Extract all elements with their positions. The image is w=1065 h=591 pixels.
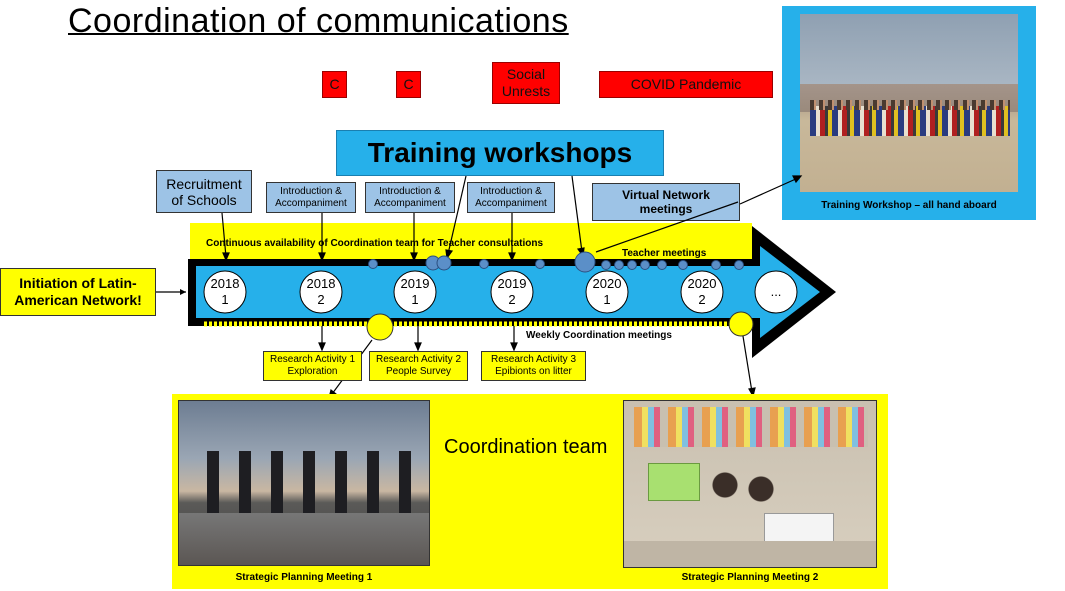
spm1-caption: Strategic Planning Meeting 1: [235, 572, 373, 583]
spm1-photo: [178, 400, 430, 566]
recruitment-of-schools-box: Recruitment of Schools: [156, 170, 252, 213]
teacher-meetings-label: Teacher meetings: [622, 248, 707, 259]
teacher-meeting-markers: [368, 251, 744, 273]
training-photo: [800, 14, 1018, 192]
milestone-ellipsis: ...: [770, 284, 782, 299]
milestone-circles: [203, 270, 798, 314]
research-activity-1: Research Activity 1 Exploration: [263, 351, 362, 381]
spm2-marker: [728, 311, 754, 337]
intro-accompaniment-1: Introduction & Accompaniment: [266, 182, 356, 213]
coordination-team-label: Coordination team: [444, 436, 608, 458]
top-connectors: [221, 175, 803, 262]
research-activity-3: Research Activity 3 Epibionts on litter: [481, 351, 586, 381]
continuous-availability-band: [190, 223, 752, 259]
continuous-availability-label: Continuous availability of Coordination …: [206, 238, 544, 249]
intro-accompaniment-2: Introduction & Accompaniment: [365, 182, 455, 213]
training-photo-caption: Training Workshop – all hand aboard: [821, 200, 997, 211]
intro-accompaniment-3: Introduction & Accompaniment: [467, 182, 555, 213]
research-activity-2: Research Activity 2 People Survey: [369, 351, 468, 381]
training-workshops-box: Training workshops: [336, 130, 664, 176]
event-social-unrests: Social Unrests: [492, 62, 560, 104]
spm2-caption: Strategic Planning Meeting 2: [681, 572, 819, 583]
weekly-meetings-label: Weekly Coordination meetings: [526, 330, 672, 341]
page-title: Coordination of communications: [68, 2, 569, 40]
virtual-network-meetings-box: Virtual Network meetings: [592, 183, 740, 221]
event-c-2: C: [396, 71, 421, 98]
event-covid-pandemic: COVID Pandemic: [599, 71, 773, 98]
initiation-box: Initiation of Latin- American Network!: [0, 268, 156, 316]
event-c-1: C: [322, 71, 347, 98]
spm1-marker: [366, 313, 394, 341]
spm2-photo: [623, 400, 877, 568]
